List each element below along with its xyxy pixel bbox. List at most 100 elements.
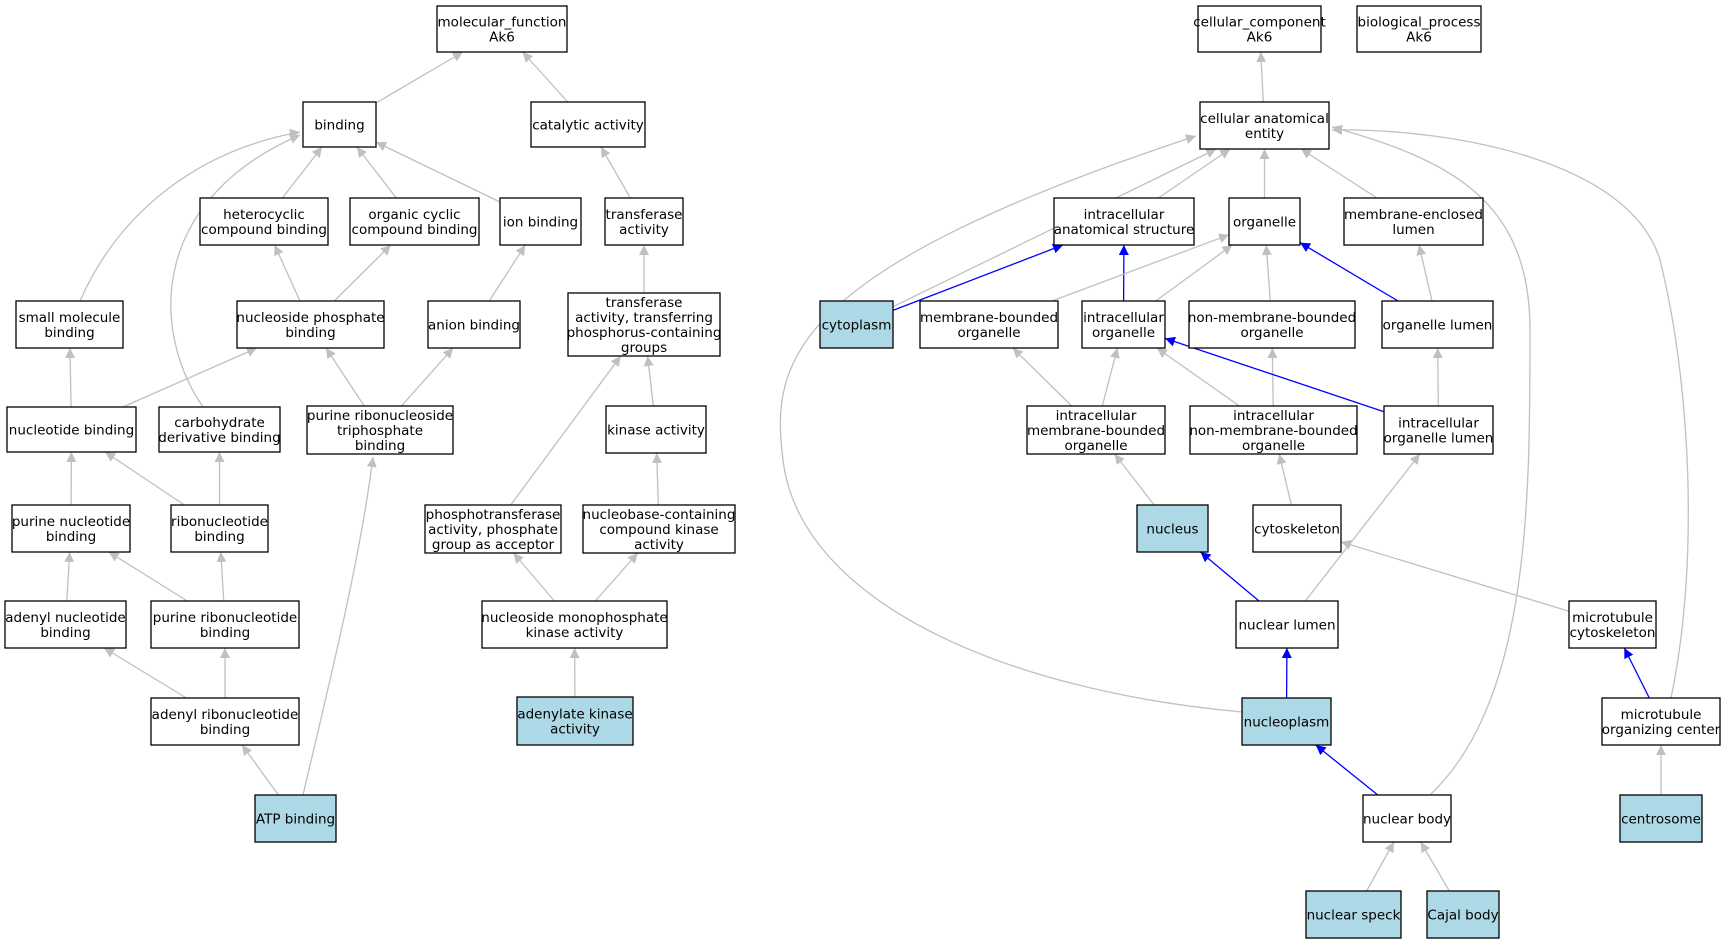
go-term-node-organelle-lumen[interactable]: organelle lumen xyxy=(1381,300,1494,349)
go-term-node-binding[interactable]: binding xyxy=(302,101,377,148)
go-term-node-nucleotide-binding[interactable]: nucleotide binding xyxy=(6,406,137,453)
edge-atp-binding-to-purine-rntp xyxy=(302,456,377,796)
go-term-node-atp-binding[interactable]: ATP binding xyxy=(254,794,337,843)
go-term-node-organelle[interactable]: organelle xyxy=(1228,197,1301,246)
edge-line xyxy=(1276,453,1293,506)
node-box xyxy=(1235,600,1339,649)
go-term-node-nucleus[interactable]: nucleus xyxy=(1136,504,1209,553)
node-label-line: nucleoside monophosphate xyxy=(481,610,667,626)
edge-line xyxy=(104,451,185,506)
go-term-node-catalytic[interactable]: catalytic activity xyxy=(530,101,646,148)
node-label-line: organelle xyxy=(1233,215,1296,231)
node-label-line: binding xyxy=(355,438,405,454)
node-label-line: organelle xyxy=(1242,438,1305,454)
edge-nucleoside-phosphate-to-organic-cyclic xyxy=(333,244,392,302)
edge-line xyxy=(1261,244,1272,302)
edge-organic-cyclic-to-binding xyxy=(356,146,397,199)
node-label-line: nucleoside phosphate xyxy=(236,310,384,326)
edge-intra-mb-org-to-intracellular-org xyxy=(1101,347,1120,407)
edge-intra-nmb-org-to-intracellular-org xyxy=(1156,347,1240,407)
go-term-node-kinase[interactable]: kinase activity xyxy=(605,405,707,454)
node-box xyxy=(1356,5,1482,53)
node-box xyxy=(1197,5,1322,53)
edge-nmp-kinase-to-nucleobase-kinase xyxy=(594,552,639,602)
edge-line xyxy=(594,552,639,602)
go-term-node-nuclear-lumen[interactable]: nuclear lumen xyxy=(1235,600,1339,649)
edge-line xyxy=(1299,242,1399,302)
node-label-line: triphosphate xyxy=(337,423,423,439)
node-label-line: ATP binding xyxy=(256,812,335,828)
edge-line xyxy=(1012,347,1073,407)
node-label-line: kinase activity xyxy=(526,625,624,641)
node-label-line: cellular anatomical xyxy=(1200,111,1329,127)
go-term-node-cytoskeleton[interactable]: cytoskeleton xyxy=(1252,504,1342,553)
go-term-node-centrosome[interactable]: centrosome xyxy=(1619,794,1703,843)
go-term-node-anion-binding[interactable]: anion binding xyxy=(427,300,521,349)
node-label-line: intracellular xyxy=(1056,408,1137,424)
node-box xyxy=(582,504,736,554)
go-term-node-cajal-body[interactable]: Cajal body xyxy=(1426,890,1500,939)
edge-kinase-to-transferase-phos xyxy=(643,355,654,407)
node-box xyxy=(1199,101,1330,150)
edge-line xyxy=(170,134,301,408)
node-box xyxy=(1343,197,1484,246)
edge-purine-ribonucleotide-to-purine-nucleotide xyxy=(108,551,188,602)
edge-nuclear-speck-to-nuclear-body xyxy=(1366,841,1395,892)
edge-nucleoplasm-to-cae xyxy=(779,134,1243,713)
go-term-node-ion-binding[interactable]: ion binding xyxy=(499,197,582,246)
node-label-line: small molecule xyxy=(19,310,121,326)
go-term-node-nucleoplasm[interactable]: nucleoplasm xyxy=(1241,697,1332,746)
node-label-line: membrane-bounded xyxy=(1027,423,1165,439)
node-label-line: organelle xyxy=(1064,438,1127,454)
node-label-line: carbohydrate xyxy=(174,415,265,431)
node-label-line: organelle lumen xyxy=(1384,431,1494,447)
node-box xyxy=(516,696,634,746)
node-label-line: nuclear lumen xyxy=(1238,618,1335,634)
node-box xyxy=(819,300,894,349)
node-box xyxy=(1305,890,1402,939)
edge-anion-binding-to-ion-binding xyxy=(488,244,526,302)
node-label-line: transferase xyxy=(606,295,683,311)
node-box xyxy=(1383,405,1494,455)
node-label-line: Ak6 xyxy=(489,30,515,46)
node-label-line: nucleus xyxy=(1146,522,1198,538)
node-box xyxy=(436,5,568,53)
edge-mtoc-to-mt-cytoskeleton xyxy=(1623,647,1650,699)
go-term-node-nuclear-speck[interactable]: nuclear speck xyxy=(1305,890,1402,939)
go-term-node-cytoplasm[interactable]: cytoplasm xyxy=(819,300,894,349)
go-term-node-nuclear-body[interactable]: nuclear body xyxy=(1362,794,1452,843)
edge-line xyxy=(1432,347,1443,407)
go-term-node-intra-nmb-org[interactable]: intracellularnon-membrane-boundedorganel… xyxy=(1189,405,1358,455)
